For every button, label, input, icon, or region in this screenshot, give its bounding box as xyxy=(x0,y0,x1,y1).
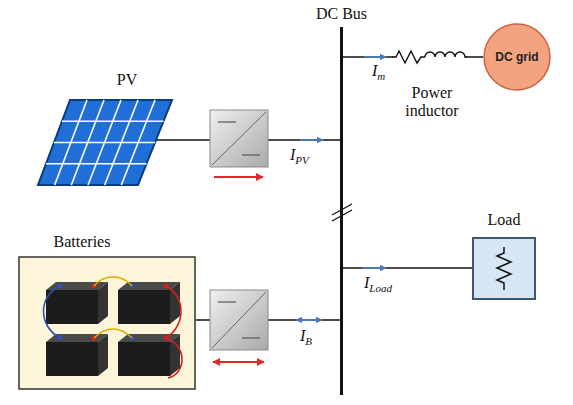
node-shape xyxy=(18,256,196,390)
current-arrow xyxy=(364,56,386,58)
load-node: Load xyxy=(472,237,536,300)
battery-wiring xyxy=(44,277,183,378)
node-label: DC Bus xyxy=(316,5,367,23)
battery-cell xyxy=(46,334,108,376)
node-shape xyxy=(340,27,343,395)
battery-box xyxy=(19,257,195,389)
current-label: ILoad xyxy=(364,274,392,294)
dc-dc-converter xyxy=(210,110,268,167)
pv-panel-node: PV xyxy=(36,98,174,187)
node-label: PV xyxy=(117,71,137,89)
load-box xyxy=(473,238,535,299)
dc-grid-circle: DC grid xyxy=(483,23,551,91)
current-label: IPV xyxy=(290,146,309,166)
pv-panel xyxy=(38,100,172,185)
node-label: DC grid xyxy=(495,50,538,64)
power-flow-arrow xyxy=(213,361,264,363)
dc-bus: DC Bus xyxy=(340,27,343,395)
current-label: IB xyxy=(300,327,312,347)
wire-connector xyxy=(343,267,472,269)
power-flow-arrow xyxy=(214,176,263,178)
node-shape xyxy=(36,98,174,187)
dc-dc-converter xyxy=(210,290,268,350)
node-label: Batteries xyxy=(54,233,111,251)
node-shape xyxy=(472,237,536,300)
current-arrow xyxy=(296,319,322,321)
current-arrow xyxy=(300,139,323,141)
pv-lead-wire xyxy=(155,139,174,141)
battery-bank-node: Batteries xyxy=(18,256,196,390)
node-label: Load xyxy=(488,211,521,229)
power-inductor-symbol xyxy=(392,48,467,66)
component-label: Power inductor xyxy=(390,84,474,119)
dc-bus-bar xyxy=(340,27,343,395)
current-arrow xyxy=(362,267,386,269)
grid-circle xyxy=(484,24,550,90)
resistor-symbol xyxy=(497,247,511,290)
current-label: Im xyxy=(372,62,385,82)
pv-cell-grid xyxy=(46,100,164,185)
